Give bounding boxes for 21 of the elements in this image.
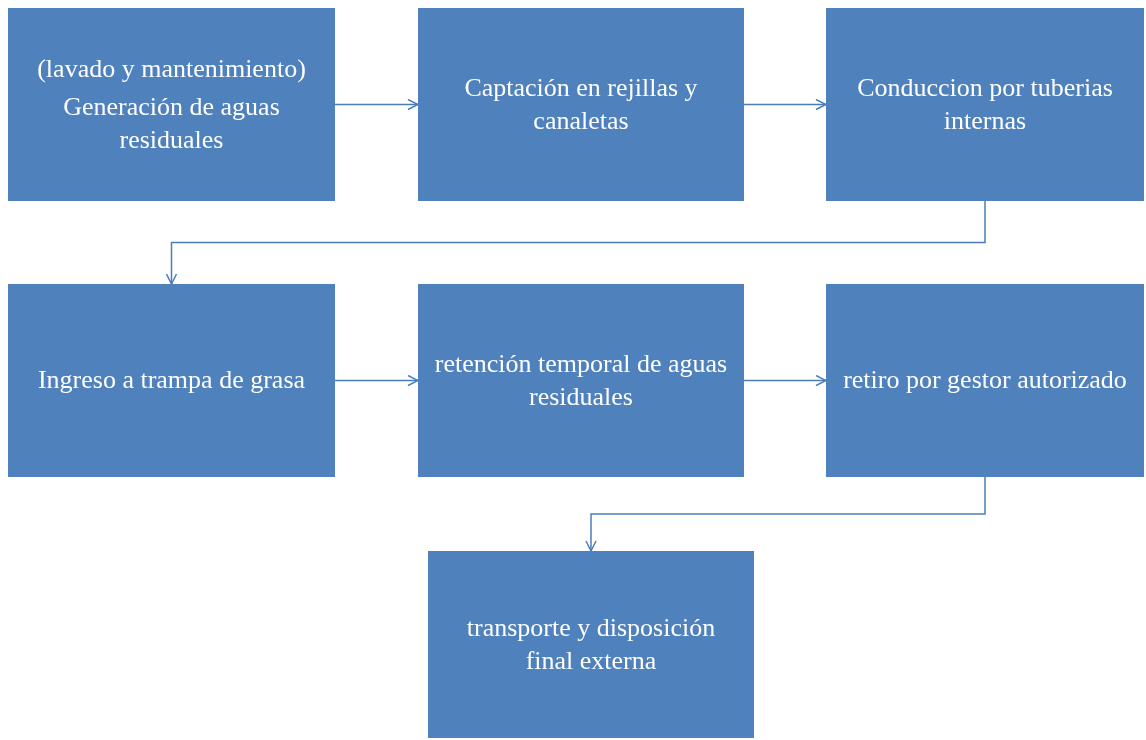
process-box [428, 551, 754, 738]
box-label: retiro por gestor autorizado [843, 364, 1127, 397]
process-box [826, 284, 1144, 477]
box-label: Generación de aguas residuales [62, 91, 281, 156]
process-box [8, 284, 335, 477]
arrow [165, 200, 986, 285]
process-box [418, 284, 744, 477]
box-label: transporte y disposición final externa [465, 612, 717, 677]
arrow [743, 374, 827, 387]
box-label: Conduccion por tuberias internas [856, 72, 1114, 137]
arrow [585, 476, 986, 552]
box-label: Ingreso a trampa de grasa [37, 364, 306, 397]
arrow [743, 98, 827, 111]
arrow [334, 98, 419, 111]
box-label: Captación en rejillas y canaletas [463, 72, 699, 137]
process-box [826, 8, 1144, 201]
box-label: retención temporal de aguas residuales [434, 348, 728, 413]
arrow [334, 374, 419, 387]
box-label: (lavado y mantenimiento) [37, 52, 306, 85]
process-box [418, 8, 744, 201]
process-box [8, 8, 335, 201]
